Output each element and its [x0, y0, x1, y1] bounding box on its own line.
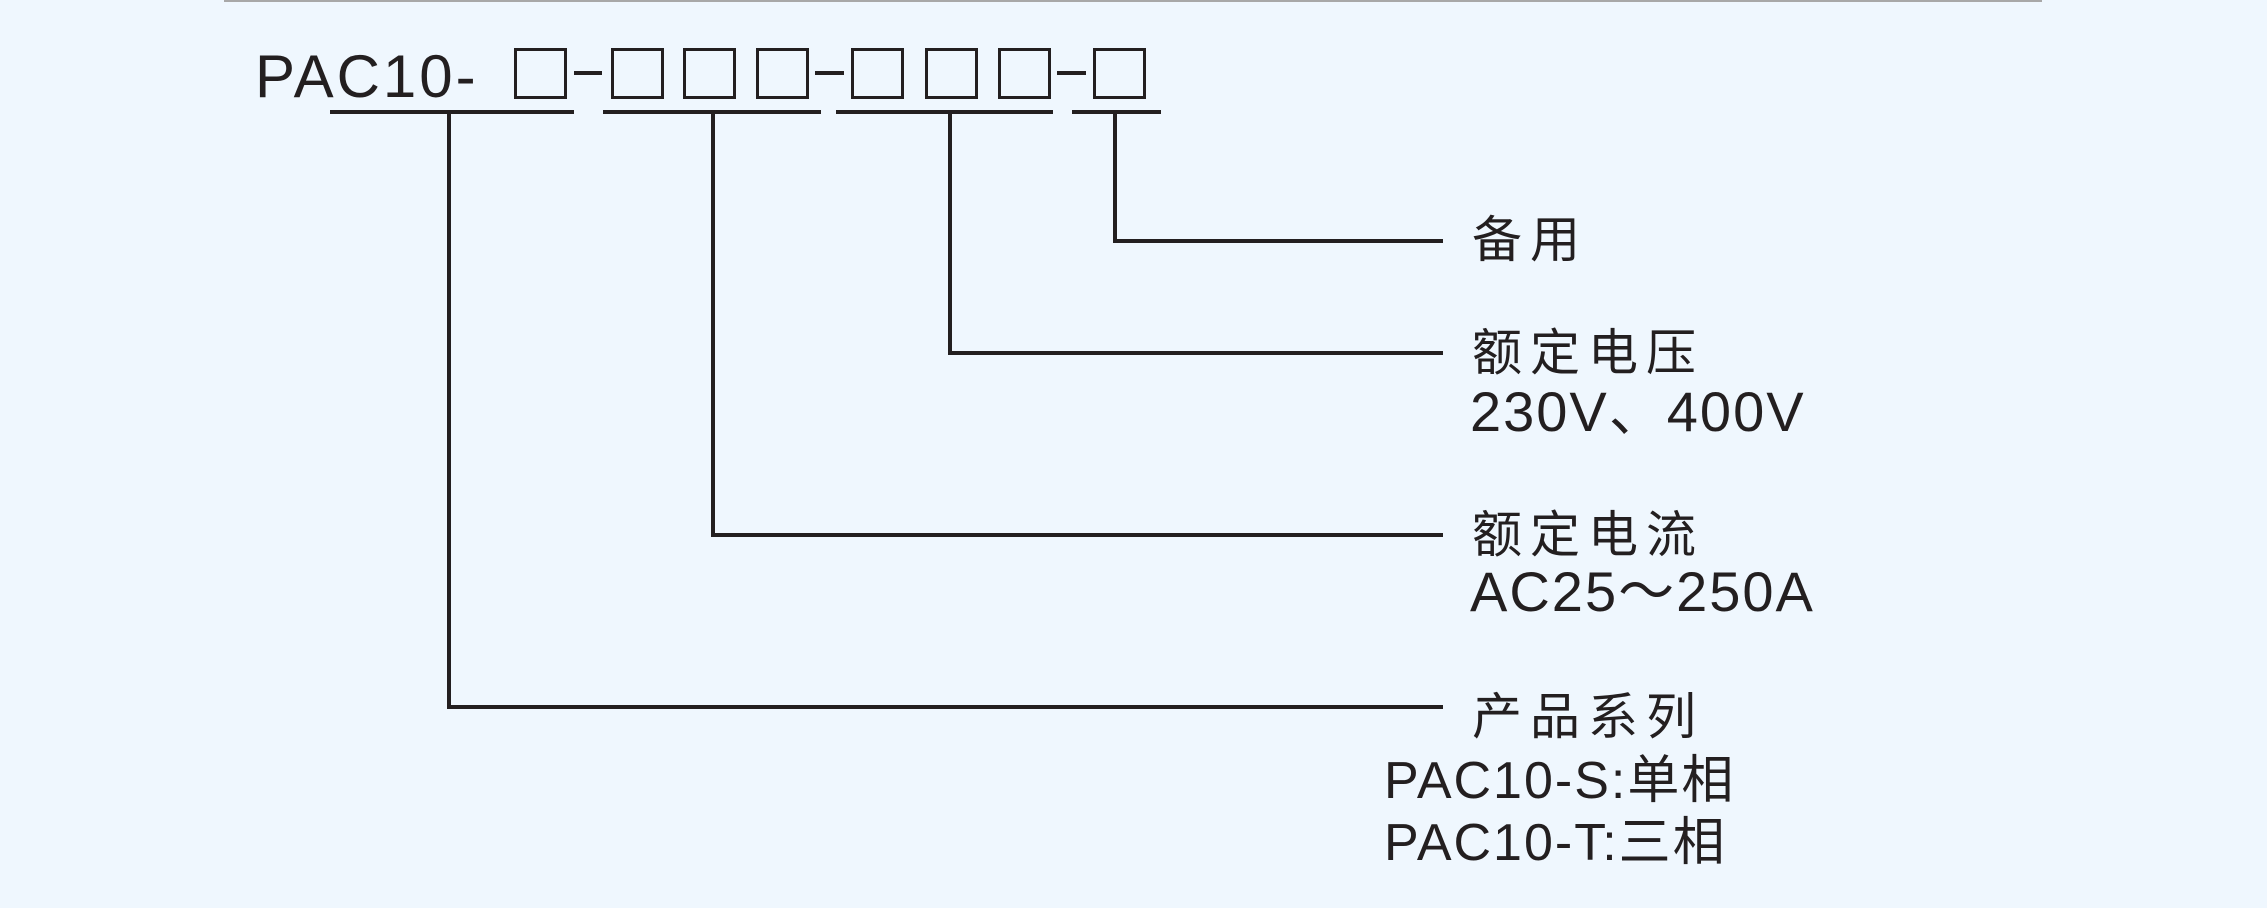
- model-prefix: PAC10-: [255, 43, 479, 110]
- option-series-single-phase: PAC10-S:单相: [1384, 752, 1736, 810]
- underline-series: [330, 110, 574, 114]
- leader-current-horizontal: [711, 533, 1443, 537]
- code-separator: [815, 71, 844, 75]
- label-rated-current: 额定电流: [1472, 506, 1704, 564]
- value-rated-current: AC25～250A: [1470, 560, 1815, 623]
- leader-reserve-vertical: [1113, 112, 1117, 243]
- value-rated-voltage: 230V、400V: [1470, 380, 1806, 443]
- top-divider: [224, 0, 2042, 2]
- label-reserve: 备用: [1472, 211, 1588, 269]
- code-box-reserve: [1093, 48, 1146, 99]
- code-separator: [574, 71, 602, 75]
- leader-voltage-horizontal: [948, 351, 1443, 355]
- code-box-series: [514, 48, 567, 99]
- code-separator: [1057, 71, 1086, 75]
- code-box-current-2: [683, 48, 736, 99]
- label-series: 产品系列: [1472, 688, 1704, 746]
- leader-series-vertical: [447, 112, 451, 709]
- code-box-voltage-3: [998, 48, 1051, 99]
- leader-current-vertical: [711, 112, 715, 537]
- label-rated-voltage: 额定电压: [1472, 324, 1704, 382]
- code-box-voltage-1: [851, 48, 904, 99]
- leader-reserve-horizontal: [1113, 239, 1443, 243]
- code-box-current-3: [756, 48, 809, 99]
- leader-series-horizontal: [447, 705, 1443, 709]
- code-box-voltage-2: [925, 48, 978, 99]
- underline-voltage: [836, 110, 1053, 114]
- leader-voltage-vertical: [948, 112, 952, 355]
- option-series-three-phase: PAC10-T:三相: [1384, 814, 1727, 872]
- code-box-current-1: [611, 48, 664, 99]
